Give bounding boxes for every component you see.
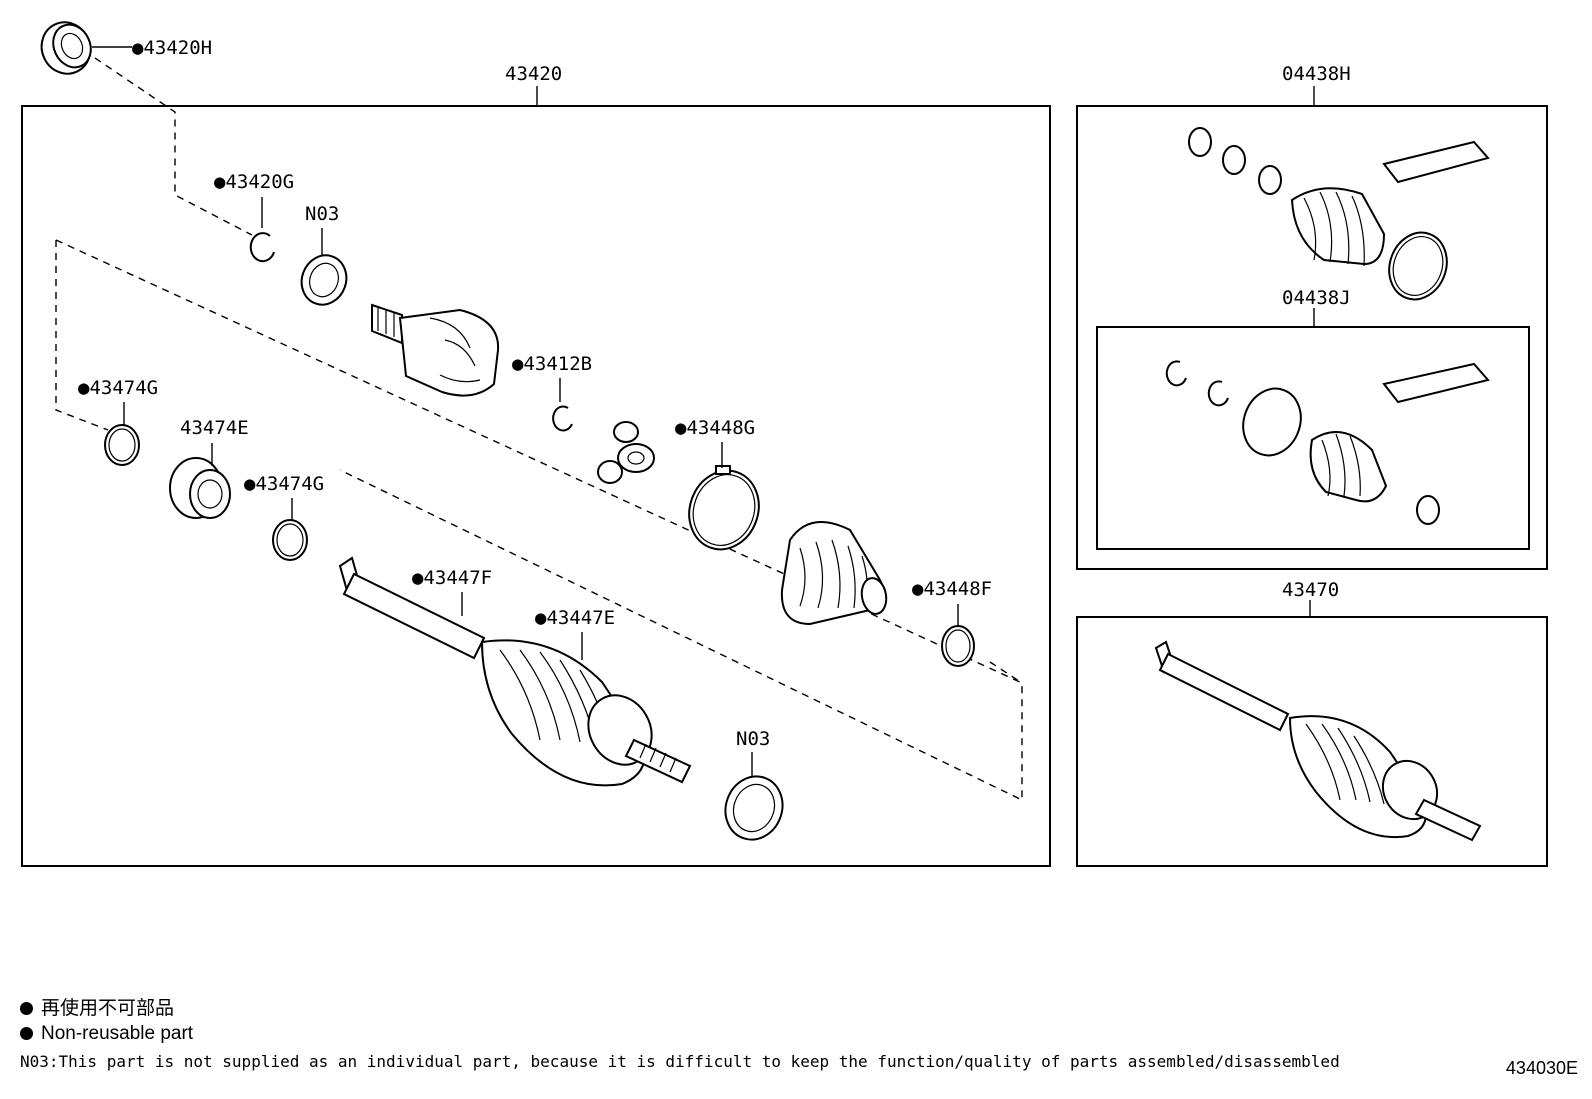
legend-jp: 再使用不可部品: [20, 998, 174, 1020]
bullet-icon: [20, 1002, 33, 1015]
part-N03-upper: [300, 254, 348, 306]
part-43474E: [169, 457, 231, 519]
part-43474G-left: [104, 424, 140, 466]
part-43412B: [552, 405, 573, 432]
group-box-43470: [1076, 616, 1548, 867]
callout-43448F: ●43448F: [912, 578, 992, 600]
part-43420H: [40, 21, 92, 75]
part-inboard-housing: [371, 303, 500, 397]
callout-43474G-right: ●43474G: [244, 473, 324, 495]
part-43448F: [941, 625, 975, 667]
part-43448G: [688, 465, 760, 551]
kit-04438J-parts: [1165, 360, 1490, 525]
part-inboard-boot: [780, 521, 888, 626]
callout-43420H: ●43420H: [132, 37, 212, 59]
callout-43447E: ●43447E: [535, 607, 615, 629]
figure-number: 434030E: [1505, 1058, 1578, 1078]
callout-04438J: 04438J: [1282, 287, 1351, 309]
callout-N03-upper: N03: [305, 203, 339, 225]
callout-43420: 43420: [505, 63, 562, 85]
group-box-43420: [21, 105, 1051, 867]
legend-note-N03: N03:This part is not supplied as an indi…: [20, 1052, 1340, 1071]
part-N03-lower: [724, 775, 784, 841]
callout-43474E: 43474E: [180, 417, 249, 439]
group-box-04438H: [1076, 105, 1548, 570]
kit-04438H-parts: [1188, 127, 1490, 301]
callout-43448G: ●43448G: [675, 417, 755, 439]
callout-43474G-left: ●43474G: [78, 377, 158, 399]
bullet-icon: [20, 1027, 33, 1040]
legend-en: Non-reusable part: [20, 1023, 193, 1045]
part-43470-assembly: [1154, 640, 1482, 842]
callout-04438H: 04438H: [1282, 63, 1351, 85]
part-tripod: [597, 421, 655, 484]
callout-43470: 43470: [1282, 579, 1339, 601]
callout-N03-lower: N03: [736, 728, 770, 750]
part-43474G-right: [272, 519, 308, 561]
part-drive-shaft: [338, 556, 692, 787]
part-43420G: [249, 232, 275, 263]
group-box-04438J: [1096, 326, 1530, 550]
callout-43447F: ●43447F: [412, 567, 492, 589]
callout-43420G: ●43420G: [214, 171, 294, 193]
callout-43412B: ●43412B: [512, 353, 592, 375]
